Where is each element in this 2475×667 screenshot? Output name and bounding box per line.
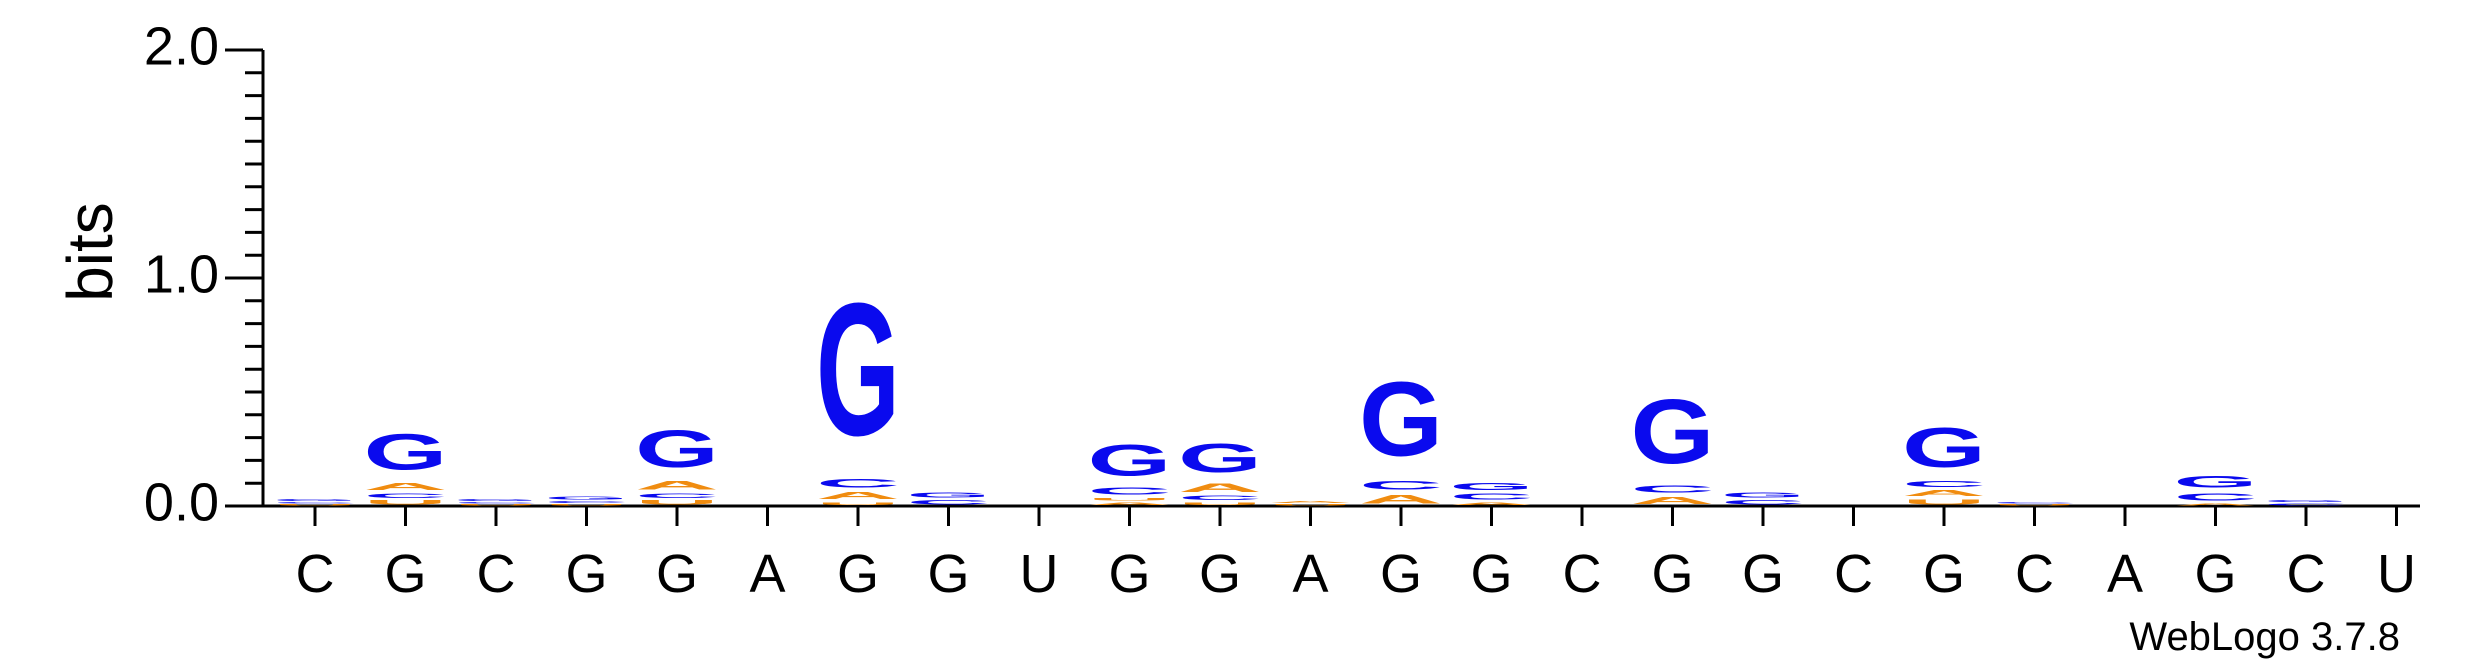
logo-letter-u: U	[454, 504, 538, 506]
x-tick-label: G	[565, 544, 607, 604]
logo-letter-g: G	[273, 498, 357, 501]
logo-letter-c: C	[1088, 486, 1172, 497]
x-tick-label: C	[2287, 544, 2326, 604]
x-tick-label: G	[1108, 544, 1150, 604]
logo-letter-c: C	[273, 501, 357, 503]
x-tick-label: G	[1742, 544, 1784, 604]
logo-letter-g: G	[1631, 381, 1715, 483]
x-tick-label: G	[2194, 544, 2236, 604]
y-axis: 0.0 1.0 2.0	[144, 16, 265, 532]
logo-letter-g: G	[1178, 436, 1262, 481]
x-tick-label: U	[2377, 544, 2416, 604]
x-tick-label: G	[1923, 544, 1965, 604]
logo-letter-u: U	[635, 499, 719, 506]
logo-letter-g: G	[1359, 359, 1443, 478]
logo-letter-c: C	[364, 492, 448, 499]
logo-letter-a: A	[1359, 492, 1443, 506]
x-tick-label: A	[1292, 544, 1328, 604]
logo-letter-u: U	[545, 504, 629, 506]
logo-letter-c: C	[1359, 479, 1443, 493]
logo-letter-a: A	[1450, 501, 1534, 506]
x-tick-label: C	[1563, 544, 1602, 604]
logo-letter-a: A	[635, 479, 719, 493]
weblogo-credit: WebLogo 3.7.8	[2129, 615, 2400, 659]
logo-letter-a: A	[2174, 503, 2258, 506]
x-tick-label: G	[1470, 544, 1512, 604]
x-tick-label: C	[296, 544, 335, 604]
logo-letter-u: U	[364, 499, 448, 506]
x-tick-label: G	[837, 544, 879, 604]
logo-letter-c: C	[635, 492, 719, 499]
logo-letter-c: C	[1993, 501, 2077, 503]
x-tick-label: G	[656, 544, 698, 604]
x-tick-label: C	[1834, 544, 1873, 604]
logo-letter-c: C	[2174, 491, 2258, 502]
logo-letter-a: A	[1088, 501, 1172, 506]
logo-letter-u: U	[1178, 501, 1262, 506]
logo-letter-g: G	[907, 491, 991, 499]
x-tick-label: G	[927, 544, 969, 604]
logo-letter-u: U	[1088, 497, 1172, 502]
x-tick-label: G	[384, 544, 426, 604]
logo-letter-g: G	[1902, 416, 1986, 479]
x-tick-label: C	[2015, 544, 2054, 604]
logo-letter-a: A	[1178, 481, 1262, 495]
logo-letter-g: G	[2264, 499, 2348, 502]
logo-letter-c: C	[454, 501, 538, 503]
logo-letter-u: U	[1902, 498, 1986, 506]
logo-letter-u: U	[1269, 504, 1353, 506]
logo-letter-c: C	[1178, 495, 1262, 502]
logo-letter-c: C	[2264, 503, 2348, 506]
logo-letter-g: G	[545, 496, 629, 501]
logo-letter-a: A	[1269, 500, 1353, 503]
x-tick-label: A	[749, 544, 785, 604]
x-tick-label: G	[1199, 544, 1241, 604]
logo-letter-g: G	[2174, 473, 2258, 491]
logo-letter-u: U	[273, 504, 357, 506]
logo-letter-c: C	[1902, 480, 1986, 489]
logo-letter-c: C	[816, 476, 900, 490]
logo-letter-g: G	[454, 498, 538, 501]
logo-letter-g: G	[635, 420, 719, 479]
y-tick-label: 1.0	[144, 244, 219, 304]
logo-letter-a: A	[1902, 489, 1986, 498]
logo-letter-g: G	[364, 424, 448, 481]
x-tick-label: G	[1651, 544, 1693, 604]
x-tick-label: G	[1380, 544, 1422, 604]
logo-letter-c: C	[545, 500, 629, 503]
x-tick-label: C	[477, 544, 516, 604]
logo-letter-u: U	[816, 501, 900, 506]
logo-letter-a: A	[364, 481, 448, 492]
logo-letter-c: C	[1450, 492, 1534, 501]
x-tick-label: A	[2107, 544, 2143, 604]
y-tick-label: 0.0	[144, 472, 219, 532]
logo-letter-c: C	[1721, 499, 1805, 506]
y-axis-label: bits	[54, 202, 126, 302]
logo-letter-a: A	[816, 490, 900, 501]
logo-letter-a: A	[1631, 495, 1715, 506]
logo-letter-u: U	[1993, 504, 2077, 506]
logo-letter-g: G	[1450, 481, 1534, 492]
logo-letter-c: C	[1631, 483, 1715, 494]
logo-letter-c: C	[907, 499, 991, 506]
x-tick-label: U	[1020, 544, 1059, 604]
logo-letter-g: G	[1088, 435, 1172, 485]
logo-letter-g: G	[1721, 491, 1805, 499]
logo-letter-g: G	[816, 263, 900, 476]
y-tick-label: 2.0	[144, 16, 219, 76]
